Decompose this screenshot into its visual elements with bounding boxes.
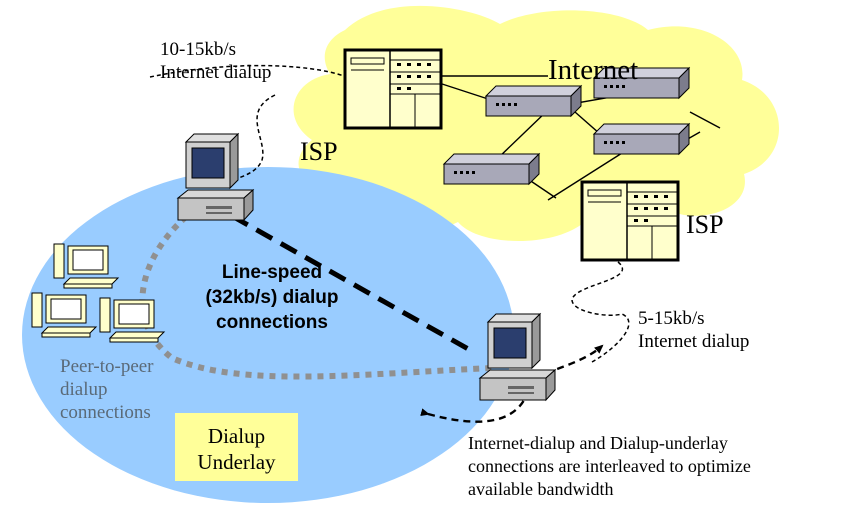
internet-dialup-right-path	[571, 261, 630, 363]
peer-to-peer-label: Peer-to-peer dialup connections	[60, 356, 154, 423]
router-icon	[443, 153, 540, 185]
isp-server-icon	[580, 180, 680, 262]
internet-dialup-speed-label-right: 5-15kb/s Internet dialup	[638, 308, 750, 352]
interleave-note: Internet-dialup and Dialup-underlay conn…	[468, 433, 751, 499]
dialup-underlay-ellipse	[22, 167, 514, 503]
internet-label: Internet	[548, 54, 639, 86]
line-speed-label: Line-speed (32kb/s) dialup connections	[205, 262, 339, 333]
router-icon	[593, 123, 690, 155]
router-icon	[485, 85, 582, 117]
isp-label-top: ISP	[300, 137, 338, 166]
line-speed-link	[230, 213, 472, 353]
isp-label-right: ISP	[686, 210, 724, 239]
dialup-underlay-box	[175, 413, 298, 481]
dialup-underlay-label: Dialup Underlay	[197, 424, 276, 474]
isp-server-icon	[343, 48, 443, 130]
internet-dialup-speed-label-top: 10-15kb/s Internet dialup	[160, 39, 272, 83]
interleave-arrow	[420, 390, 530, 423]
peer-to-peer-dotted-line	[139, 199, 493, 380]
desktop-computer-icon	[479, 313, 556, 401]
